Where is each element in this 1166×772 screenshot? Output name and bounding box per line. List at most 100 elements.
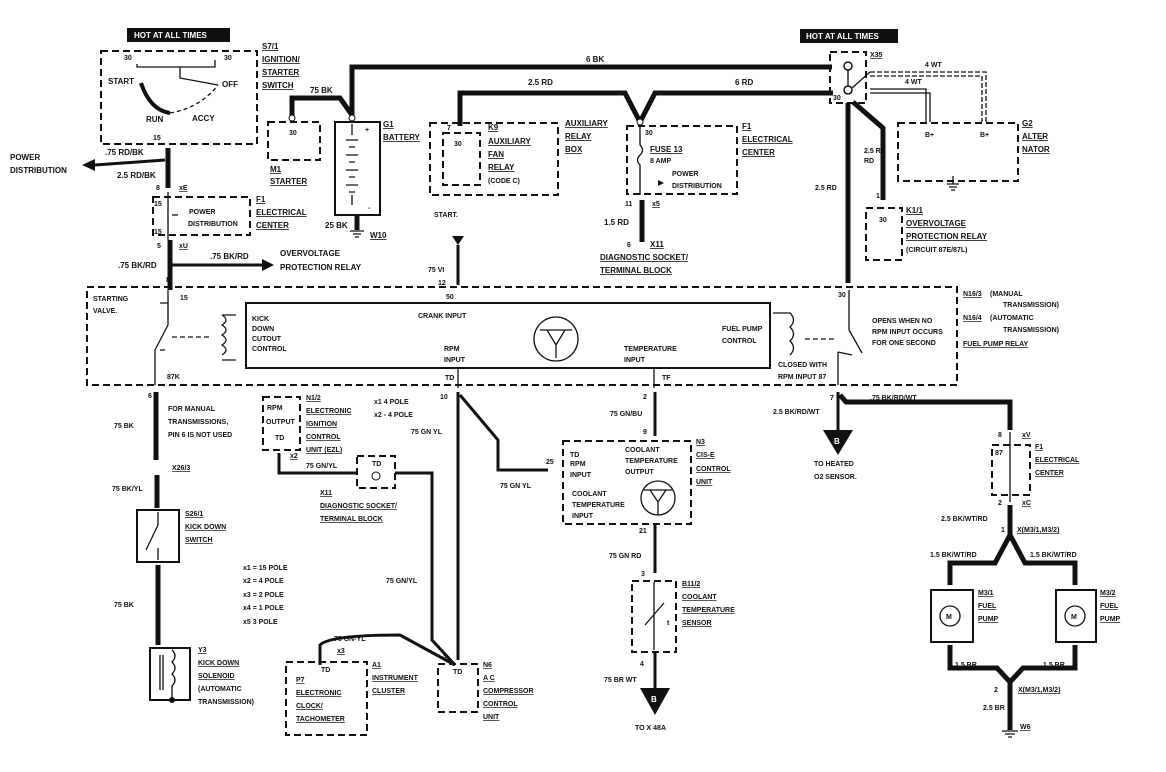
diagram-label: (CIRCUIT 87E/87L) [906, 247, 967, 254]
diagram-label: SOLENOID [198, 673, 235, 680]
diagram-label: UNIT [696, 479, 713, 486]
diagram-label: RPM INPUT 87 [778, 374, 826, 381]
diagram-label: x2 = 4 POLE [243, 578, 284, 585]
arrow-icon [262, 259, 274, 271]
diagram-label: 75 BK [114, 602, 134, 609]
diagram-label: STARTING [93, 296, 129, 303]
diagram-label: t [667, 620, 670, 627]
diagram-label: 15 [153, 135, 161, 142]
diagram-label: CLOSED WITH [778, 362, 827, 369]
diagram-label: B [651, 695, 657, 704]
diagram-label: TO HEATED [814, 461, 854, 468]
wire-label: 2.5 RD [864, 148, 886, 155]
wire-label: 4 WT [905, 79, 922, 86]
diagram-label: ELECTRICAL [256, 208, 307, 217]
diagram-label: KICK DOWN [185, 524, 226, 531]
diagram-shape [457, 368, 655, 388]
ovp-label: OVERVOLTAGE [280, 249, 341, 258]
diagram-label: TERMINAL BLOCK [600, 266, 672, 275]
diagram-label: OUTPUT [625, 469, 655, 476]
diagram-label: N16/4 [963, 315, 982, 322]
diagram-label: TRANSMISSION) [1003, 302, 1059, 309]
diagram-label: x5 3 POLE [243, 619, 278, 626]
diagram-label: FUEL [978, 603, 997, 610]
diagram-label: IGNITION [306, 421, 337, 428]
diagram-label: x2 [290, 453, 298, 460]
diagram-label: B [834, 437, 840, 446]
diagram-label: 15 [180, 295, 188, 302]
diagram-shape [837, 290, 863, 385]
diagram-label: TO X 48A [635, 725, 666, 732]
diagram-label: TRANSMISSION) [1003, 327, 1059, 334]
wire-label: RD [864, 158, 874, 165]
diagram-shape [644, 582, 665, 650]
diagram-shape [356, 455, 396, 489]
diagram-label: FUSE 13 [650, 145, 683, 154]
diagram-shape [350, 230, 364, 238]
diagram-label: 75 BK/YL [112, 486, 143, 493]
diagram-label: 9 [643, 429, 647, 436]
wire-rpm [456, 392, 548, 660]
diagram-label: TD [275, 435, 284, 442]
heated-o2-sensor-ref: 2.5 BK/RD/WT .75 BK/RD/WT B TO HEATEDO2 … [773, 395, 917, 481]
diagram-label: HOT AT ALL TIMES [134, 31, 208, 40]
diagram-label: TD [372, 461, 381, 468]
wire-label: 75 BK [310, 86, 333, 95]
diagram-shape [100, 50, 258, 145]
diagram-shape [179, 67, 219, 86]
diagram-shape [562, 440, 692, 525]
diagram-label: TD [321, 667, 330, 674]
diagram-shape [334, 121, 381, 216]
diagram-label: xU [179, 243, 188, 250]
diagram-label: W6 [1020, 724, 1031, 731]
diagram-shape [159, 649, 176, 700]
diagram-label: RELAY [488, 163, 515, 172]
diagram-shape [169, 84, 219, 114]
diagram-label: CONTROL [722, 338, 757, 345]
diagram-shape [348, 114, 356, 122]
wire-label: 2.5 RD [815, 185, 837, 192]
diagram-label: TEMPERATURE [682, 607, 735, 614]
diagram-label: ALTER [1022, 132, 1048, 141]
diagram-label: RPM INPUT OCCURS [872, 329, 943, 336]
wire-label: .75 RD/BK [105, 148, 144, 157]
diagram-shape [640, 688, 670, 715]
diagram-label: 10 [440, 394, 448, 401]
diagram-shape [136, 509, 180, 563]
diagram-label: N3 [696, 439, 705, 446]
diagram-label: AUXILIARY [488, 137, 531, 146]
diagram-shape [220, 314, 236, 361]
diagram-label: N6 [483, 662, 492, 669]
diagram-label: - [368, 205, 371, 212]
diagram-label: x5 [652, 201, 660, 208]
diagram-label: DISTRIBUTION [188, 221, 238, 228]
diagram-label: F1 [742, 122, 752, 131]
diagram-label: PIN 6 IS NOT USED [168, 432, 232, 439]
diagram-label: 1.5 BR [955, 662, 977, 669]
diagram-label: 75 GN YL [411, 429, 443, 436]
diagram-label: 75 BK [114, 423, 134, 430]
diagram-label: 1.5 BK/WT/RD [930, 552, 977, 559]
diagram-label: F1 [256, 195, 266, 204]
power-distribution-label-2: DISTRIBUTION [10, 166, 67, 175]
diagram-label: 87K [167, 374, 180, 381]
diagram-shape [127, 28, 230, 42]
diagram-shape [86, 286, 958, 386]
diagram-label: TEMPERATURE [624, 346, 677, 353]
diagram-label: OFF [222, 80, 238, 89]
diagram-label: CENTER [256, 221, 289, 230]
diagram-shape [636, 125, 644, 195]
diagram-label: B+ [980, 132, 989, 139]
diagram-label: 7 [447, 125, 451, 132]
diagram-label: M [946, 614, 952, 621]
diagram-shape [136, 60, 216, 68]
diagram-label: ELECTRICAL [1035, 457, 1080, 464]
diagram-label: 75 GN/BU [610, 411, 642, 418]
diagram-label: SWITCH [185, 537, 213, 544]
diagram-label: OVERVOLTAGE [906, 219, 967, 228]
diagram-label: COOLANT [682, 594, 717, 601]
